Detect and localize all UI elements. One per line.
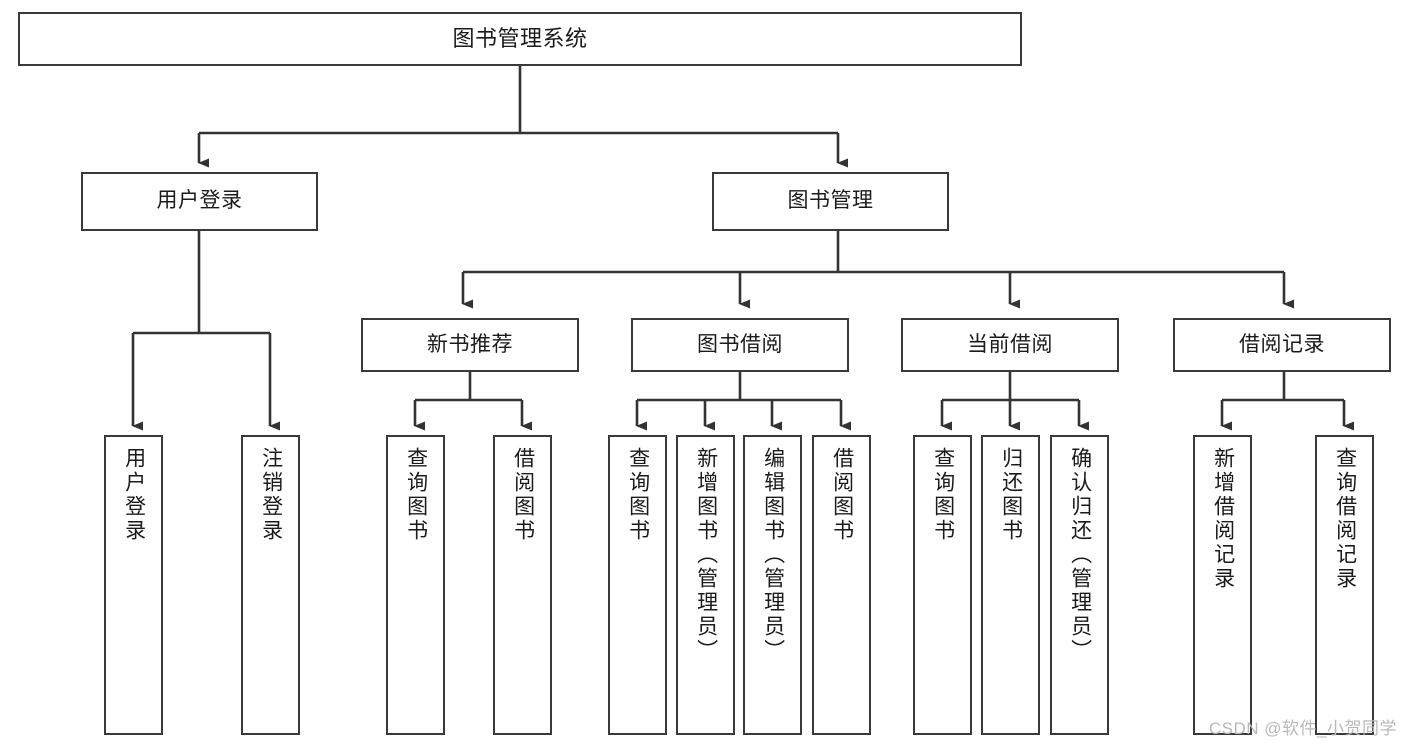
node-new-book-recommend[interactable]: 新书推荐: [361, 318, 579, 372]
node-leaf-confirm-return-label: 确认归还（管理员）: [1068, 447, 1092, 663]
node-user-login-label: 用户登录: [156, 189, 243, 213]
node-leaf-borrow-book-2[interactable]: 借阅图书: [812, 435, 871, 735]
node-leaf-borrow-book-2-label: 借阅图书: [830, 447, 854, 543]
node-leaf-query-book-1-label: 查询图书: [404, 447, 428, 543]
node-leaf-add-book-label: 新增图书（管理员）: [694, 447, 718, 663]
node-leaf-return-book-label: 归还图书: [999, 447, 1023, 543]
node-borrow-record[interactable]: 借阅记录: [1173, 318, 1391, 372]
node-current-borrow[interactable]: 当前借阅: [901, 318, 1119, 372]
node-root[interactable]: 图书管理系统: [18, 12, 1022, 66]
node-leaf-query-book-3[interactable]: 查询图书: [913, 435, 972, 735]
node-leaf-borrow-book-1-label: 借阅图书: [511, 447, 535, 543]
node-leaf-query-record[interactable]: 查询借阅记录: [1315, 435, 1374, 735]
watermark-text: CSDN @软件_小贺同学: [1208, 719, 1397, 738]
node-current-borrow-label: 当前借阅: [967, 332, 1053, 356]
node-leaf-user-login[interactable]: 用户登录: [104, 435, 163, 735]
node-book-manage[interactable]: 图书管理: [712, 172, 949, 231]
node-leaf-query-record-label: 查询借阅记录: [1333, 447, 1357, 591]
node-book-borrow-label: 图书借阅: [697, 332, 783, 356]
node-leaf-add-book[interactable]: 新增图书（管理员）: [676, 435, 735, 735]
node-leaf-return-book[interactable]: 归还图书: [981, 435, 1040, 735]
node-new-book-recommend-label: 新书推荐: [427, 332, 513, 356]
node-book-borrow[interactable]: 图书借阅: [631, 318, 849, 372]
node-root-label: 图书管理系统: [452, 26, 588, 52]
node-leaf-borrow-book-1[interactable]: 借阅图书: [493, 435, 552, 735]
node-leaf-query-book-1[interactable]: 查询图书: [386, 435, 445, 735]
node-leaf-query-book-3-label: 查询图书: [931, 447, 955, 543]
node-user-login[interactable]: 用户登录: [81, 172, 318, 231]
node-leaf-confirm-return[interactable]: 确认归还（管理员）: [1050, 435, 1109, 735]
node-leaf-edit-book-label: 编辑图书（管理员）: [761, 447, 785, 663]
node-leaf-user-logout[interactable]: 注销登录: [241, 435, 300, 735]
node-leaf-edit-book[interactable]: 编辑图书（管理员）: [743, 435, 802, 735]
node-leaf-user-logout-label: 注销登录: [259, 447, 283, 543]
node-borrow-record-label: 借阅记录: [1239, 332, 1325, 356]
node-leaf-query-book-2[interactable]: 查询图书: [608, 435, 667, 735]
node-leaf-user-login-label: 用户登录: [122, 447, 146, 543]
node-leaf-query-book-2-label: 查询图书: [626, 447, 650, 543]
node-leaf-add-record[interactable]: 新增借阅记录: [1193, 435, 1252, 735]
node-book-manage-label: 图书管理: [787, 189, 874, 213]
node-leaf-add-record-label: 新增借阅记录: [1211, 447, 1235, 591]
